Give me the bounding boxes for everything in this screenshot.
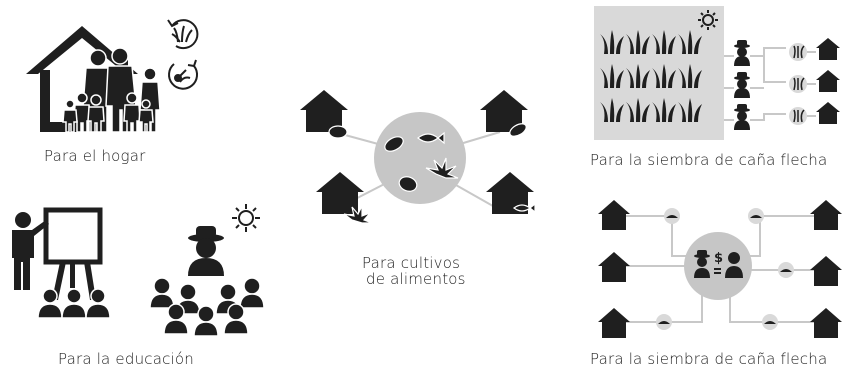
sun-icon bbox=[698, 10, 718, 30]
food-circle bbox=[374, 112, 466, 204]
planting-top-panel: Para la siembra de caña flecha bbox=[580, 0, 864, 180]
cane-cycle-icon bbox=[167, 19, 199, 50]
sweet-potato-icon bbox=[398, 176, 418, 192]
cane-plant-icon bbox=[600, 98, 624, 122]
cane-plant-icon bbox=[626, 98, 650, 122]
farmer-icon bbox=[734, 40, 750, 130]
house-with-family-icon bbox=[26, 19, 199, 133]
cane-plant-icon bbox=[793, 45, 805, 123]
planting-bottom-caption: Para la siembra de caña flecha bbox=[590, 350, 828, 368]
food-crops-panel: Para cultivos de alimentos bbox=[290, 80, 550, 290]
cane-plant-icon bbox=[678, 98, 702, 122]
household-panel: Para el hogar bbox=[0, 0, 240, 180]
exchange-diagram: $ bbox=[598, 200, 842, 338]
household-caption: Para el hogar bbox=[44, 147, 146, 165]
svg-text:$: $ bbox=[714, 251, 723, 266]
planting-top-caption: Para la siembra de caña flecha bbox=[590, 151, 828, 169]
planting-bottom-panel: $ Para la siembra de caña flecha bbox=[580, 190, 864, 372]
food-crops-caption-2: de alimentos bbox=[366, 270, 466, 288]
house-icon bbox=[316, 172, 364, 214]
house-icon bbox=[300, 90, 348, 132]
cassava-leaf-icon bbox=[343, 205, 373, 224]
tool-cycle-icon bbox=[168, 59, 199, 90]
audience-icon bbox=[37, 288, 111, 319]
cane-plant-icon bbox=[600, 30, 624, 54]
food-crops-caption-1: Para cultivos bbox=[362, 254, 461, 272]
cane-plant-icon bbox=[626, 30, 650, 54]
cassava-leaf-icon bbox=[425, 157, 459, 179]
house-icon bbox=[486, 172, 534, 214]
cane-plant-icon bbox=[652, 64, 676, 88]
cane-plant-icon bbox=[626, 64, 650, 88]
corn-icon bbox=[384, 136, 404, 152]
cane-plant-icon bbox=[652, 98, 676, 122]
education-panel: Para la educación bbox=[0, 190, 290, 372]
education-scene bbox=[12, 204, 265, 337]
cane-plant-icon bbox=[600, 64, 624, 88]
cane-field-diagram bbox=[594, 6, 840, 140]
sun-icon bbox=[232, 204, 260, 232]
cane-plant-icon bbox=[678, 64, 702, 88]
corn-icon bbox=[509, 123, 527, 137]
family-icon bbox=[62, 47, 161, 133]
audience-icon bbox=[149, 277, 265, 337]
dollar-exchange-icon: $ bbox=[694, 250, 743, 278]
cane-plant-icon bbox=[600, 30, 702, 122]
house-icon bbox=[480, 90, 528, 132]
house-icon bbox=[598, 200, 842, 338]
cacao-pod-icon bbox=[328, 125, 348, 139]
teacher-board-icon bbox=[12, 207, 103, 300]
food-crops-diagram bbox=[300, 90, 536, 224]
fish-icon bbox=[417, 131, 445, 145]
cane-plant-icon bbox=[678, 30, 702, 54]
fish-icon bbox=[512, 202, 536, 214]
cane-plant-icon bbox=[652, 30, 676, 54]
education-caption: Para la educación bbox=[58, 350, 195, 368]
exchange-circle bbox=[684, 232, 752, 300]
house-icon bbox=[816, 38, 840, 124]
farmer-icon bbox=[188, 226, 224, 276]
